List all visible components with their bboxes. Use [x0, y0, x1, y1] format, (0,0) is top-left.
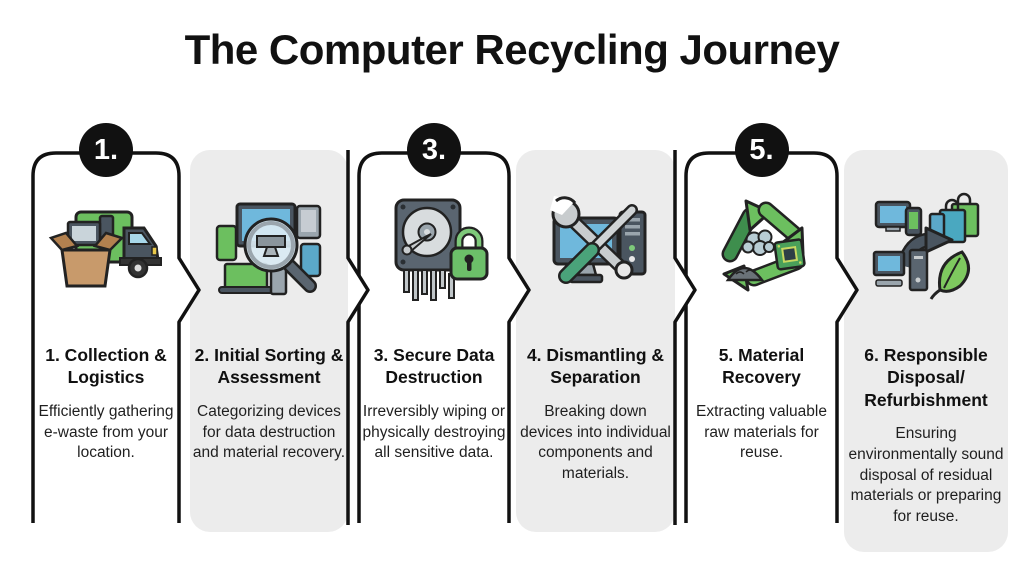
step-title: 4. Dismantling & Separation [526, 345, 665, 388]
step-text: 4. Dismantling & Separation Breaking dow… [518, 344, 673, 485]
step-title: 5. Material Recovery [718, 345, 805, 388]
reuse-leaf-icon [872, 192, 980, 300]
panel-background [844, 150, 1008, 552]
step-panel-1: 1. 1. Collection & Logistics Efficiently… [30, 123, 201, 560]
step-panel-6: 6. Responsible Disposal/ Refurbishment E… [844, 150, 1008, 560]
step-number-badge: 5. [734, 123, 789, 177]
step-title: 3. Secure Data Destruction [373, 345, 495, 388]
collection-box-truck-icon [48, 210, 162, 288]
step-panel-4: 4. Dismantling & Separation Breaking dow… [516, 150, 675, 560]
step-text: 5. Material Recovery Extracting valuable… [685, 344, 838, 464]
step-text: 2. Initial Sorting & Assessment Categori… [192, 344, 346, 464]
step-title: 6. Responsible Disposal/ Refurbishment [864, 345, 988, 410]
devices-magnifier-icon [215, 202, 322, 296]
step-title: 1. Collection & Logistics [45, 345, 167, 388]
step-number-badge: 3. [407, 123, 461, 177]
step-text: 3. Secure Data Destruction Irreversibly … [358, 344, 510, 464]
step-title: 2. Initial Sorting & Assessment [194, 345, 344, 388]
step-description: Ensuring environmentally sound disposal … [848, 425, 1004, 526]
step-panel-2: 2. Initial Sorting & Assessment Categori… [190, 150, 348, 560]
step-text: 6. Responsible Disposal/ Refurbishment E… [846, 344, 1006, 528]
step-description: Efficiently gathering e-waste from your … [38, 402, 174, 462]
panel-background [516, 150, 675, 532]
tools-monitor-icon [549, 196, 646, 284]
step-text: 1. Collection & Logistics Efficiently ga… [32, 344, 180, 464]
page-title: The Computer Recycling Journey [184, 26, 840, 73]
step-number-badge: 1. [79, 123, 133, 177]
step-panel-5: 5. 5. Material Recovery [683, 123, 859, 560]
step-panel-3: 3. 3. Secure Data Destruction Irreversib… [356, 123, 531, 560]
flow-chevron-divider [673, 150, 697, 525]
step-description: Categorizing devices for data destructio… [192, 402, 346, 462]
step-description: Breaking down devices into individual co… [520, 402, 671, 483]
step-description: Extracting valuable raw materials for re… [696, 402, 827, 462]
flow-chevron-divider [346, 150, 370, 525]
harddrive-shredder-lock-icon [394, 198, 489, 301]
recycle-materials-icon [721, 199, 806, 292]
step-description: Irreversibly wiping or physically destro… [362, 402, 506, 462]
